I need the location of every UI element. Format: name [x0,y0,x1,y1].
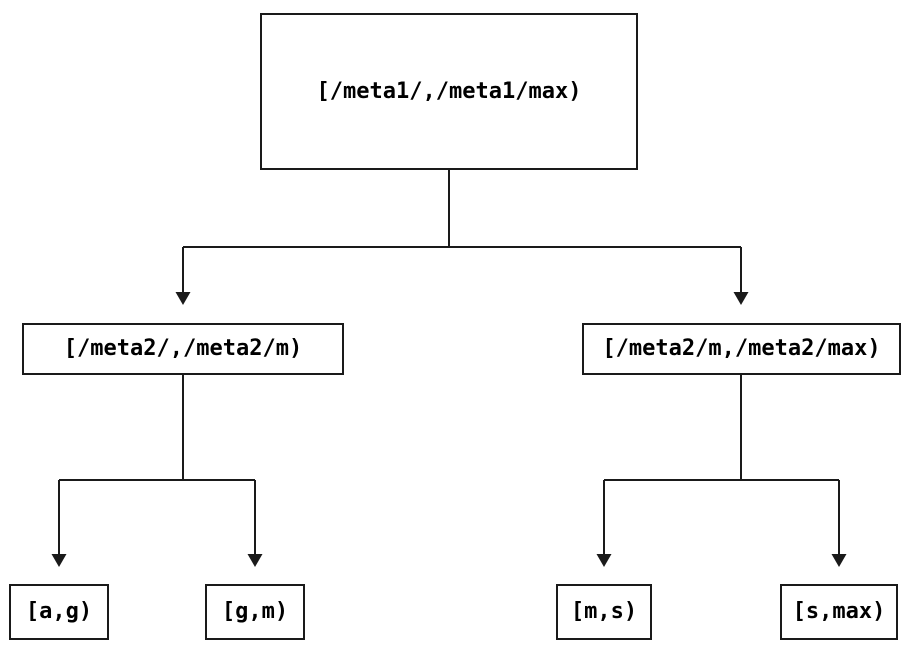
node-label: [/meta2/,/meta2/m) [63,336,303,361]
node-label: [a,g) [25,599,93,624]
node-leaf-a-g: [a,g) [9,584,109,640]
node-leaf-s-max: [s,max) [780,584,898,640]
connector-left-to-leaves [51,375,263,567]
arrowhead-icon [831,554,847,567]
node-leaf-m-s: [m,s) [556,584,652,640]
connector-right-to-leaves [596,375,847,567]
arrowhead-icon [733,292,749,305]
node-label: [s,max) [792,599,886,624]
arrowhead-icon [51,554,67,567]
node-label: [m,s) [570,599,638,624]
arrowhead-icon [175,292,191,305]
node-root-interval: [/meta1/,/meta1/max) [260,13,638,170]
node-meta2-right-interval: [/meta2/m,/meta2/max) [582,323,901,375]
arrowhead-icon [596,554,612,567]
node-meta2-left-interval: [/meta2/,/meta2/m) [22,323,344,375]
node-leaf-g-m: [g,m) [205,584,305,640]
arrowhead-icon [247,554,263,567]
node-label: [g,m) [221,599,289,624]
node-label: [/meta2/m,/meta2/max) [602,336,881,361]
node-label: [/meta1/,/meta1/max) [316,78,582,104]
connector-root-to-level2 [175,170,749,305]
